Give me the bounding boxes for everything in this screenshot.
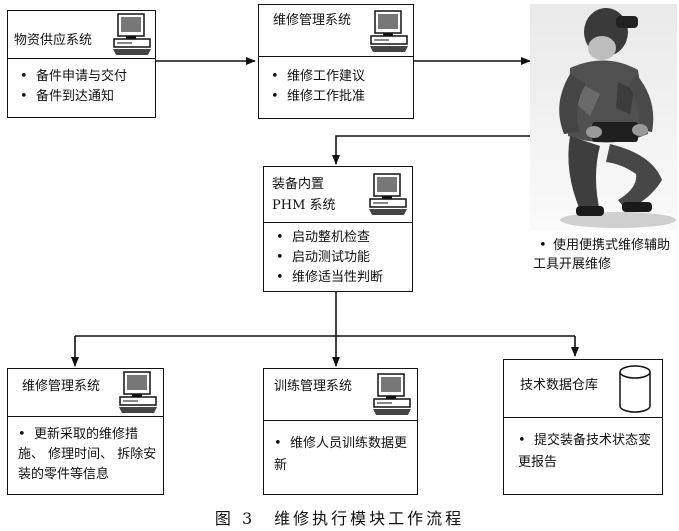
list-item: •备件申请与交付 [20,69,128,84]
node-training-items: •维修人员训练数据更新 [264,421,417,477]
computer-icon [119,371,157,413]
list-item: •备件到达通知 [20,89,115,104]
node-supply-items: •备件申请与交付 •备件到达通知 [8,59,155,107]
node-maint-top-title: 维修管理系统 [273,13,352,28]
node-maint-bottom-header: 维修管理系统 [8,369,163,417]
node-phm-title-line1: 装备内置 [272,177,325,192]
node-phm-system: 装备内置 PHM 系统 •启动整机检查 •启动测试功能 •维修适当性判断 [263,166,413,292]
list-item: •维修适当性判断 [276,270,384,285]
photo-caption: •使用便携式维修辅助工具开展维修 [533,238,671,272]
node-tech-data-warehouse: 技术数据仓库 •提交装备技术状态变更报告 [503,359,663,495]
edge-photo-to-phm [332,135,530,165]
node-supply-system: 物资供应系统 •备件申请与交付 •备件到达通知 [7,10,156,118]
list-item: •提交装备技术状态变更报告 [518,433,652,470]
node-training-header: 训练管理系统 [264,369,417,421]
node-maint-top-header: 维修管理系统 [259,5,413,57]
node-maintenance-system-bottom: 维修管理系统 •更新采取的维修措施、 修理时间、 拆除安装的零件等信息 [7,368,164,495]
computer-icon [370,10,408,52]
list-item: •维修工作批准 [271,89,366,104]
technician-photo [530,4,677,230]
node-warehouse-header: 技术数据仓库 [504,360,662,418]
node-maint-bottom-title: 维修管理系统 [22,379,101,394]
figure-caption: 图 3 维修执行模块工作流程 [214,509,465,528]
node-maint-bottom-items: •更新采取的维修措施、 修理时间、 拆除安装的零件等信息 [8,417,163,485]
technician-illustration [559,8,676,228]
node-warehouse-title: 技术数据仓库 [520,378,599,393]
node-phm-header: 装备内置 PHM 系统 [264,167,412,223]
list-item: •维修人员训练数据更新 [274,436,408,473]
node-warehouse-items: •提交装备技术状态变更报告 [504,418,662,474]
list-item: •启动整机检查 [276,230,371,245]
node-training-title: 训练管理系统 [274,379,353,394]
computer-icon [369,173,407,215]
computer-icon [373,373,411,415]
node-training-system: 训练管理系统 •维修人员训练数据更新 [263,368,418,495]
node-supply-header: 物资供应系统 [8,11,155,59]
node-maint-top-items: •维修工作建议 •维修工作批准 [259,57,413,107]
node-phm-items: •启动整机检查 •启动测试功能 •维修适当性判断 [264,223,412,288]
list-item: •维修工作建议 [271,69,366,84]
node-phm-title-line2: PHM 系统 [272,198,336,213]
database-cylinder-icon [619,365,651,413]
node-maintenance-system-top: 维修管理系统 •维修工作建议 •维修工作批准 [258,4,414,119]
list-item: •启动测试功能 [276,250,371,265]
computer-icon [113,13,151,55]
list-item: •更新采取的维修措施、 修理时间、 拆除安装的零件等信息 [18,427,157,482]
node-supply-title: 物资供应系统 [14,33,93,48]
